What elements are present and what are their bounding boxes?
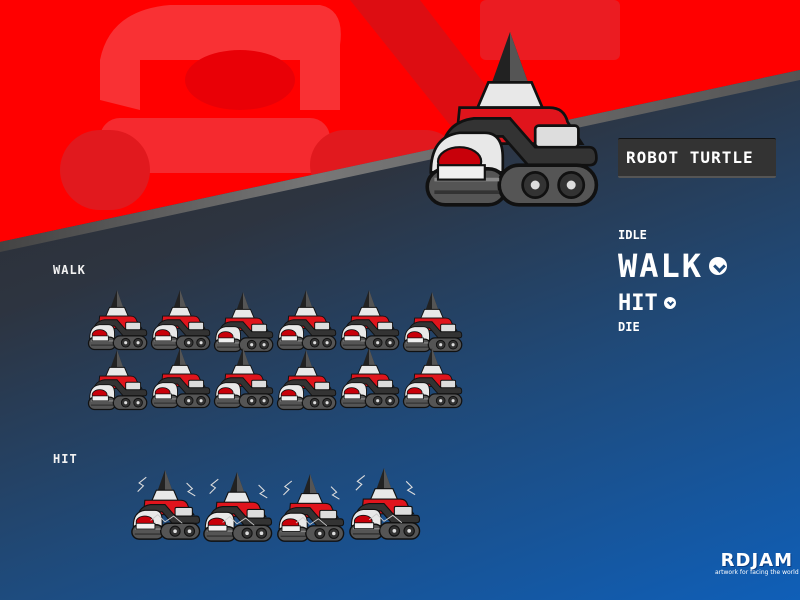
- section-label-hit: HIT: [53, 452, 78, 466]
- character-name: ROBOT TURTLE: [626, 148, 754, 167]
- anim-item-idle[interactable]: IDLE: [618, 226, 727, 244]
- anim-item-hit[interactable]: HIT: [618, 288, 727, 318]
- hit-frame-4: [349, 468, 421, 540]
- check-circle-icon: [709, 257, 728, 275]
- walk-frame-8: [150, 348, 211, 409]
- anim-item-die[interactable]: DIE: [618, 318, 727, 336]
- walk-frame-12: [402, 348, 463, 409]
- animation-list: IDLE WALK HIT DIE: [618, 226, 728, 336]
- walk-frame-9: [213, 348, 274, 409]
- logo-brand: RDJAM: [720, 550, 793, 571]
- anim-label-hit: HIT: [618, 290, 658, 316]
- walk-frame-6: [402, 292, 463, 353]
- check-circle-icon: [663, 297, 676, 309]
- section-label-walk: WALK: [53, 263, 86, 277]
- hero-robot-sprite: [425, 32, 599, 207]
- walk-frame-4: [276, 290, 337, 351]
- rdjam-logo: RDJAM artwork for facing the world: [715, 550, 799, 576]
- walk-frame-3: [213, 292, 274, 353]
- anim-label-die: DIE: [618, 320, 640, 334]
- anim-label-walk: WALK: [618, 247, 704, 285]
- walk-frame-1: [87, 290, 148, 351]
- walk-frame-11: [339, 348, 400, 409]
- anim-label-idle: IDLE: [618, 228, 647, 242]
- character-name-panel: ROBOT TURTLE: [618, 138, 776, 178]
- logo-tagline: artwork for facing the world: [715, 569, 799, 576]
- hit-frame-1: [131, 470, 201, 540]
- walk-frame-7: [87, 350, 148, 411]
- hit-frame-2: [203, 472, 273, 542]
- walk-frame-10: [276, 350, 337, 411]
- walk-frame-5: [339, 290, 400, 351]
- anim-item-walk[interactable]: WALK: [618, 244, 728, 288]
- walk-frame-2: [150, 290, 211, 351]
- hit-frame-3: [277, 474, 345, 542]
